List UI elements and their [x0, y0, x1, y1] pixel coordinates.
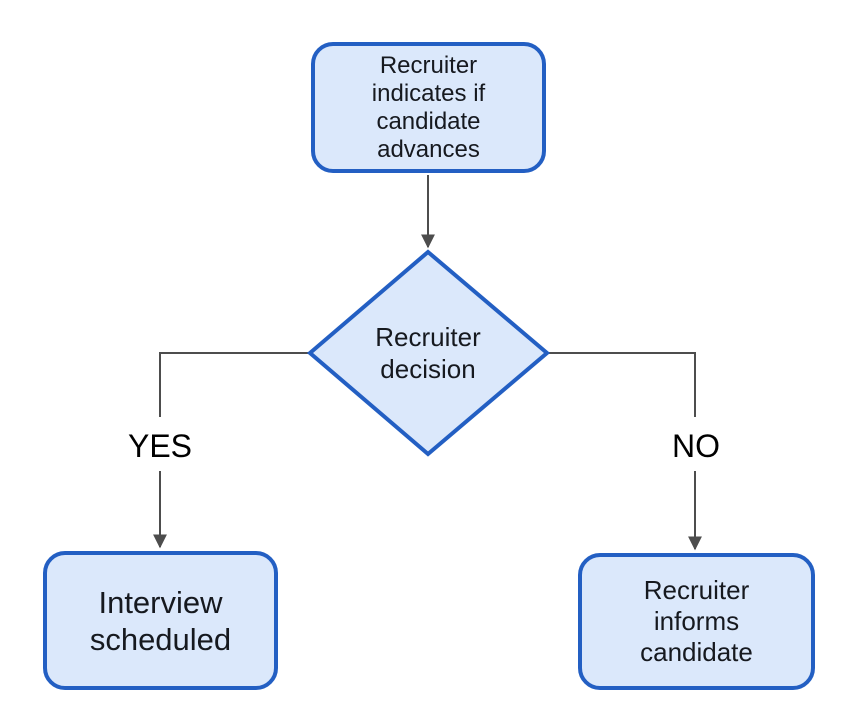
edge-decision-to-yes-upper [159, 352, 310, 417]
decision-node-shape [306, 249, 551, 457]
node-start: Recruiter indicates if candidate advance… [311, 42, 546, 173]
edge-label-yes: YES [127, 428, 193, 464]
node-decision-label: Recruiter decision [375, 322, 481, 384]
edge-label-no: NO [672, 428, 720, 464]
node-yes-outcome-label: Interview scheduled [89, 584, 232, 657]
node-decision: Recruiter decision [328, 303, 528, 403]
node-no-outcome-label: Recruiter informs candidate [640, 575, 753, 667]
edge-decision-to-no-upper [547, 352, 696, 417]
node-no-outcome: Recruiter informs candidate [578, 553, 815, 690]
node-yes-outcome: Interview scheduled [43, 551, 278, 690]
node-start-label: Recruiter indicates if candidate advance… [371, 51, 486, 163]
